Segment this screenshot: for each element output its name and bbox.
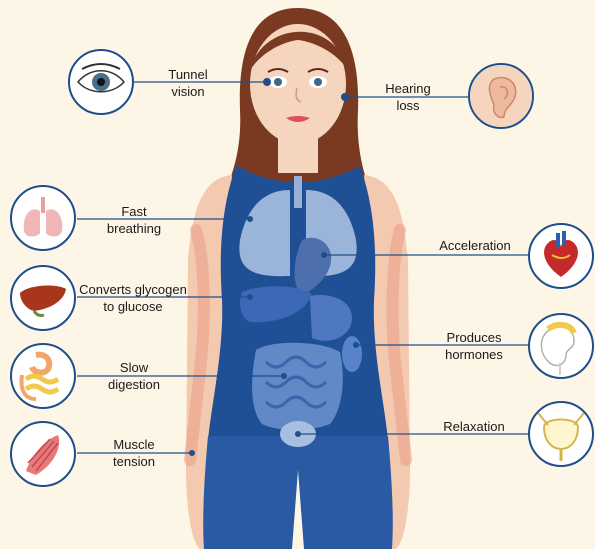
muscle-icon xyxy=(10,421,76,487)
lungs-icon xyxy=(10,185,76,251)
stomach-intestine-icon xyxy=(10,343,76,409)
eye-icon xyxy=(68,49,134,115)
ear-icon xyxy=(468,63,534,129)
label-relaxation: Relaxation xyxy=(436,418,512,435)
bladder-icon xyxy=(528,401,594,467)
liver-icon xyxy=(10,265,76,331)
heart-icon xyxy=(528,223,594,289)
kidney-icon xyxy=(528,313,594,379)
label-acceleration: Acceleration xyxy=(430,237,520,254)
